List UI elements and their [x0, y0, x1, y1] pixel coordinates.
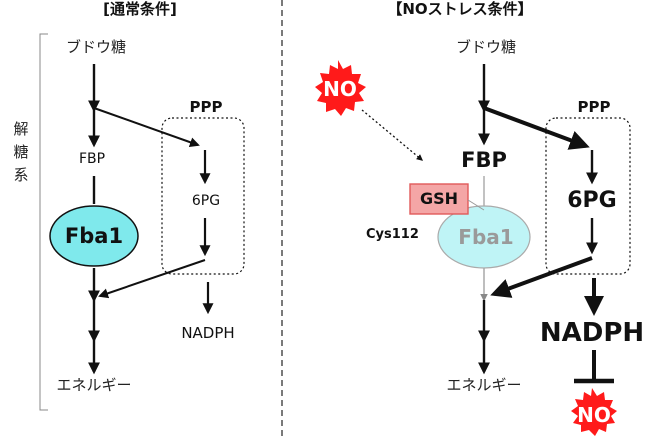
title-stress: 【NOストレス条件】 — [387, 0, 533, 18]
fba1-enzyme-normal — [49, 205, 139, 267]
arrow-ppp-return — [98, 259, 206, 299]
arrow-to-ppp-stress — [483, 106, 590, 150]
fba1-label-normal: Fba1 — [64, 224, 124, 248]
gsh-link — [467, 199, 485, 211]
ppp-label-normal: PPP — [189, 98, 223, 116]
no-burst-bottom — [571, 388, 617, 436]
arrow-ppp-return-stress — [490, 256, 593, 298]
no-badge-top: NO — [323, 77, 357, 101]
arrow-to-ppp — [93, 107, 200, 148]
no-burst-top — [315, 60, 366, 116]
glucose-label-stress: ブドウ糖 — [455, 38, 517, 56]
energy-label-stress: エネルギー — [446, 376, 522, 394]
energy-label-normal: エネルギー — [56, 376, 132, 394]
glycolysis-bracket — [39, 33, 48, 411]
fbp-label-stress: FBP — [461, 148, 507, 172]
glycolysis-label: 解糖系 — [13, 120, 29, 184]
6pg-label-stress: 6PG — [567, 188, 617, 213]
6pg-label-normal: 6PG — [191, 193, 221, 209]
fba1-enzyme-stress — [437, 205, 531, 269]
cys112-label: Cys112 — [366, 227, 419, 242]
title-normal: [通常条件] — [103, 0, 177, 18]
gsh-box — [409, 183, 469, 215]
no-badge-bottom: NO — [577, 403, 611, 427]
ppp-label-stress: PPP — [577, 98, 611, 116]
glucose-label-normal: ブドウ糖 — [65, 38, 127, 56]
nadph-label-normal: NADPH — [181, 324, 235, 342]
nadph-label-stress: NADPH — [539, 318, 645, 348]
fbp-label-normal: FBP — [78, 151, 106, 167]
ppp-box-stress — [545, 117, 631, 275]
arrow-no-to-fbp — [361, 109, 423, 161]
fba1-label-stress: Fba1 — [458, 225, 514, 249]
ppp-box-normal — [161, 117, 245, 275]
gsh-label: GSH — [419, 189, 459, 208]
